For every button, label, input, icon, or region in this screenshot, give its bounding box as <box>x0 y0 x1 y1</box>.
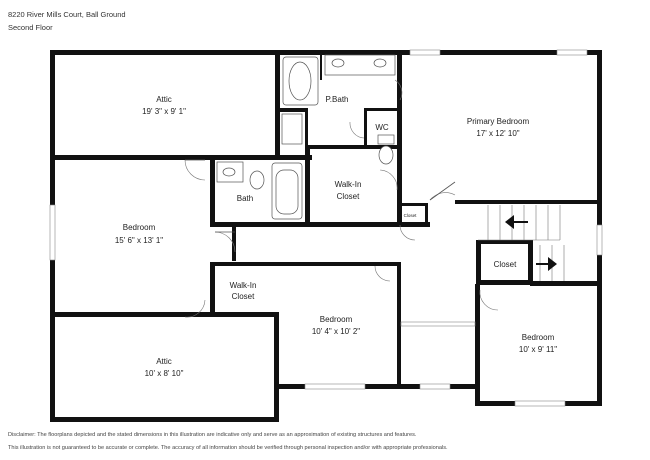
room-attic-top-dims: 19' 3" x 9' 1" <box>142 107 186 116</box>
room-bedroom-left-name: Bedroom <box>123 223 156 232</box>
room-primary-bedroom-dims: 17' x 12' 10" <box>476 129 519 138</box>
windows <box>49 49 603 407</box>
stairs <box>478 205 565 281</box>
floor-label: Second Floor <box>8 23 53 32</box>
doors <box>184 79 499 318</box>
room-attic-bottom-dims: 10' x 8' 10" <box>145 369 184 378</box>
room-stair-closet-name: Closet <box>494 260 517 269</box>
room-walkin-top-name: Walk-In <box>335 180 362 189</box>
room-bedroom-left-dims: 15' 6" x 13' 1" <box>115 236 163 245</box>
room-bedroom-center-dims: 10' 4" x 10' 2" <box>312 327 360 336</box>
room-labels: Attic 19' 3" x 9' 1" P.Bath WC Primary B… <box>115 95 557 378</box>
disclaimer-line-1: Disclaimer: The floorplans depicted and … <box>8 432 417 438</box>
arrow-left-icon <box>505 215 528 229</box>
room-bedroom-right-name: Bedroom <box>522 333 555 342</box>
room-bedroom-right-dims: 10' x 9' 11" <box>519 345 557 354</box>
room-walkin-top-name2: Closet <box>337 192 360 201</box>
address-text: 8220 River Mills Court, Ball Ground <box>8 10 126 19</box>
room-attic-bottom-name: Attic <box>156 357 172 366</box>
room-small-closet-name: Closet <box>404 213 418 218</box>
room-walkin-bottom-name2: Closet <box>232 292 255 301</box>
room-bedroom-center-name: Bedroom <box>320 315 353 324</box>
room-walkin-bottom-name: Walk-In <box>230 281 257 290</box>
floor-plan: Attic 19' 3" x 9' 1" P.Bath WC Primary B… <box>49 49 603 422</box>
room-primary-bedroom-name: Primary Bedroom <box>467 117 530 126</box>
disclaimer-line-2: This illustration is not guaranteed to b… <box>8 445 448 451</box>
fixtures <box>216 54 396 220</box>
room-attic-top-name: Attic <box>156 95 172 104</box>
arrow-right-icon <box>536 257 557 271</box>
room-pbath-name: P.Bath <box>326 95 349 104</box>
room-bath-name: Bath <box>237 194 253 203</box>
room-wc-name: WC <box>375 123 389 132</box>
